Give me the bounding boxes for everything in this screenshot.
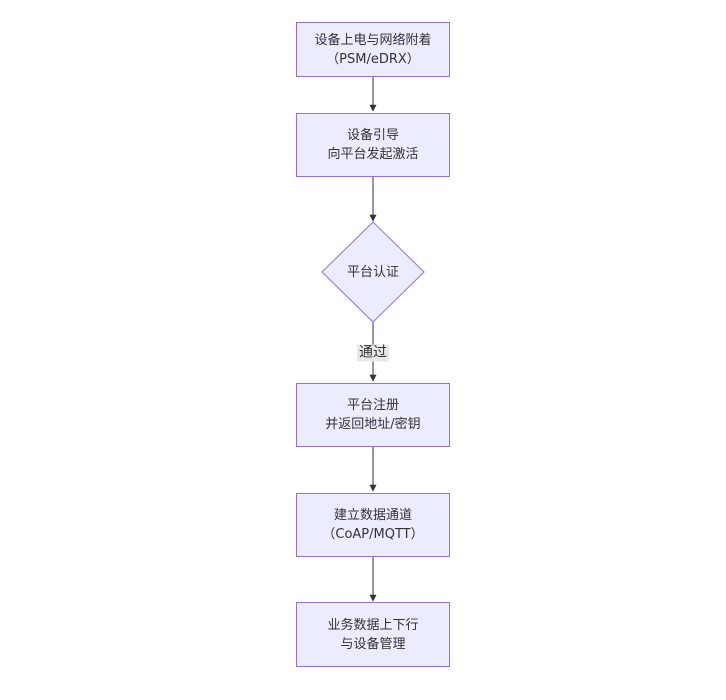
node-register-line2: 并返回地址/密钥 [325, 417, 421, 432]
auth-diamond-shape [321, 221, 425, 323]
node-register: 平台注册 并返回地址/密钥 [296, 383, 450, 447]
node-power-attach: 设备上电与网络附着 （PSM/eDRX） [296, 22, 450, 77]
node-data-channel-line2: （CoAP/MQTT） [322, 527, 424, 542]
node-power-attach-line2: （PSM/eDRX） [326, 51, 420, 67]
edge-label-pass: 通过 [357, 344, 389, 362]
node-bootstrap-line2: 向平台发起激活 [327, 147, 419, 162]
node-business: 业务数据上下行 与设备管理 [296, 602, 450, 667]
node-bootstrap-line1: 设备引导 [346, 128, 399, 143]
node-power-attach-line1: 设备上电与网络附着 [314, 32, 432, 48]
node-auth-label: 平台认证 [346, 265, 399, 280]
node-register-line1: 平台注册 [346, 398, 399, 413]
node-business-line1: 业务数据上下行 [327, 617, 419, 633]
node-data-channel-line1: 建立数据通道 [333, 508, 412, 523]
node-bootstrap: 设备引导 向平台发起激活 [296, 113, 450, 177]
node-data-channel: 建立数据通道 （CoAP/MQTT） [296, 493, 450, 557]
node-business-line2: 与设备管理 [340, 636, 406, 652]
